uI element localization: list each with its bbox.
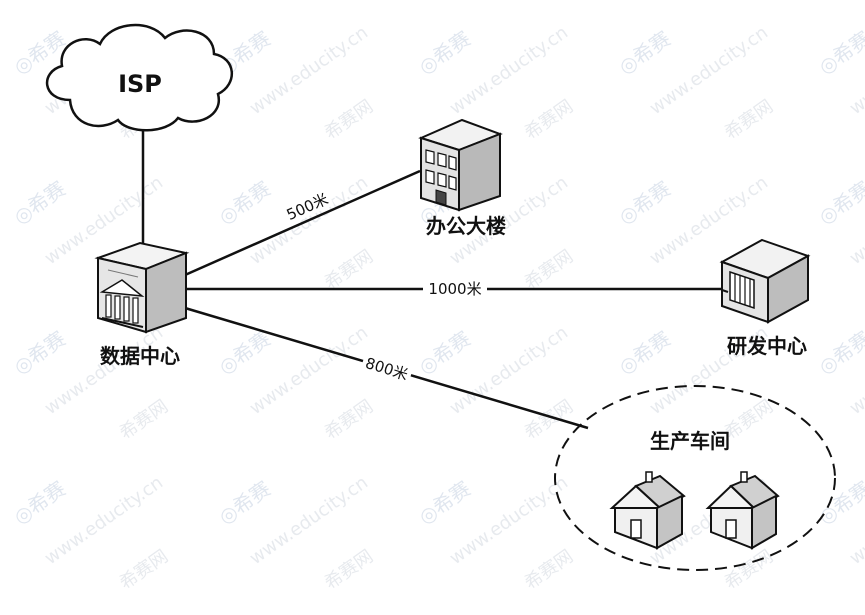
- isp-cloud-icon: [45, 23, 234, 132]
- watermark-net: 希赛网: [321, 396, 377, 444]
- watermark-brand: ◎希赛: [414, 476, 475, 529]
- workshop-label: 生产车间: [650, 429, 730, 453]
- watermark-brand: ◎希赛: [9, 326, 70, 379]
- watermark-brand: ◎希赛: [214, 326, 275, 379]
- watermark-brand: ◎希赛: [214, 476, 275, 529]
- workshop-area: [554, 385, 836, 571]
- distance-label-rnd: 1000米: [428, 280, 481, 298]
- watermark-brand: ◎希赛: [214, 176, 275, 229]
- datacenter-label: 数据中心: [100, 344, 180, 368]
- office-label: 办公大楼: [426, 214, 506, 238]
- link-office: [184, 169, 421, 277]
- watermark-brand: ◎希赛: [414, 26, 475, 79]
- house-icon: [705, 471, 780, 550]
- watermark-net: 希赛网: [321, 96, 377, 144]
- watermark-net: 希赛网: [321, 546, 377, 594]
- watermark-brand: ◎希赛: [9, 176, 70, 229]
- rnd-building-icon: [719, 238, 811, 324]
- watermark-brand: ◎希赛: [814, 26, 865, 79]
- watermark-net: 希赛网: [321, 246, 377, 294]
- watermark-net: 希赛网: [116, 546, 172, 594]
- office-building-icon: [418, 118, 503, 212]
- watermark-net: 希赛网: [116, 396, 172, 444]
- watermark-net: 希赛网: [721, 96, 777, 144]
- watermark-net: 希赛网: [721, 546, 777, 594]
- watermark-brand: ◎希赛: [814, 476, 865, 529]
- watermark-brand: ◎希赛: [9, 476, 70, 529]
- watermark-brand: ◎希赛: [814, 176, 865, 229]
- watermark-brand: ◎希赛: [614, 26, 675, 79]
- datacenter-icon: [94, 241, 190, 334]
- watermark-brand: ◎希赛: [814, 326, 865, 379]
- watermark-net: 希赛网: [521, 246, 577, 294]
- house-icon: [609, 471, 686, 550]
- watermark-brand: ◎希赛: [414, 326, 475, 379]
- watermark-brand: ◎希赛: [614, 176, 675, 229]
- isp-label: ISP: [118, 70, 162, 98]
- watermark-brand: ◎希赛: [614, 326, 675, 379]
- watermark-net: 希赛网: [521, 396, 577, 444]
- watermark-net: 希赛网: [521, 546, 577, 594]
- watermark-net: 希赛网: [521, 96, 577, 144]
- rnd-label: 研发中心: [727, 334, 807, 358]
